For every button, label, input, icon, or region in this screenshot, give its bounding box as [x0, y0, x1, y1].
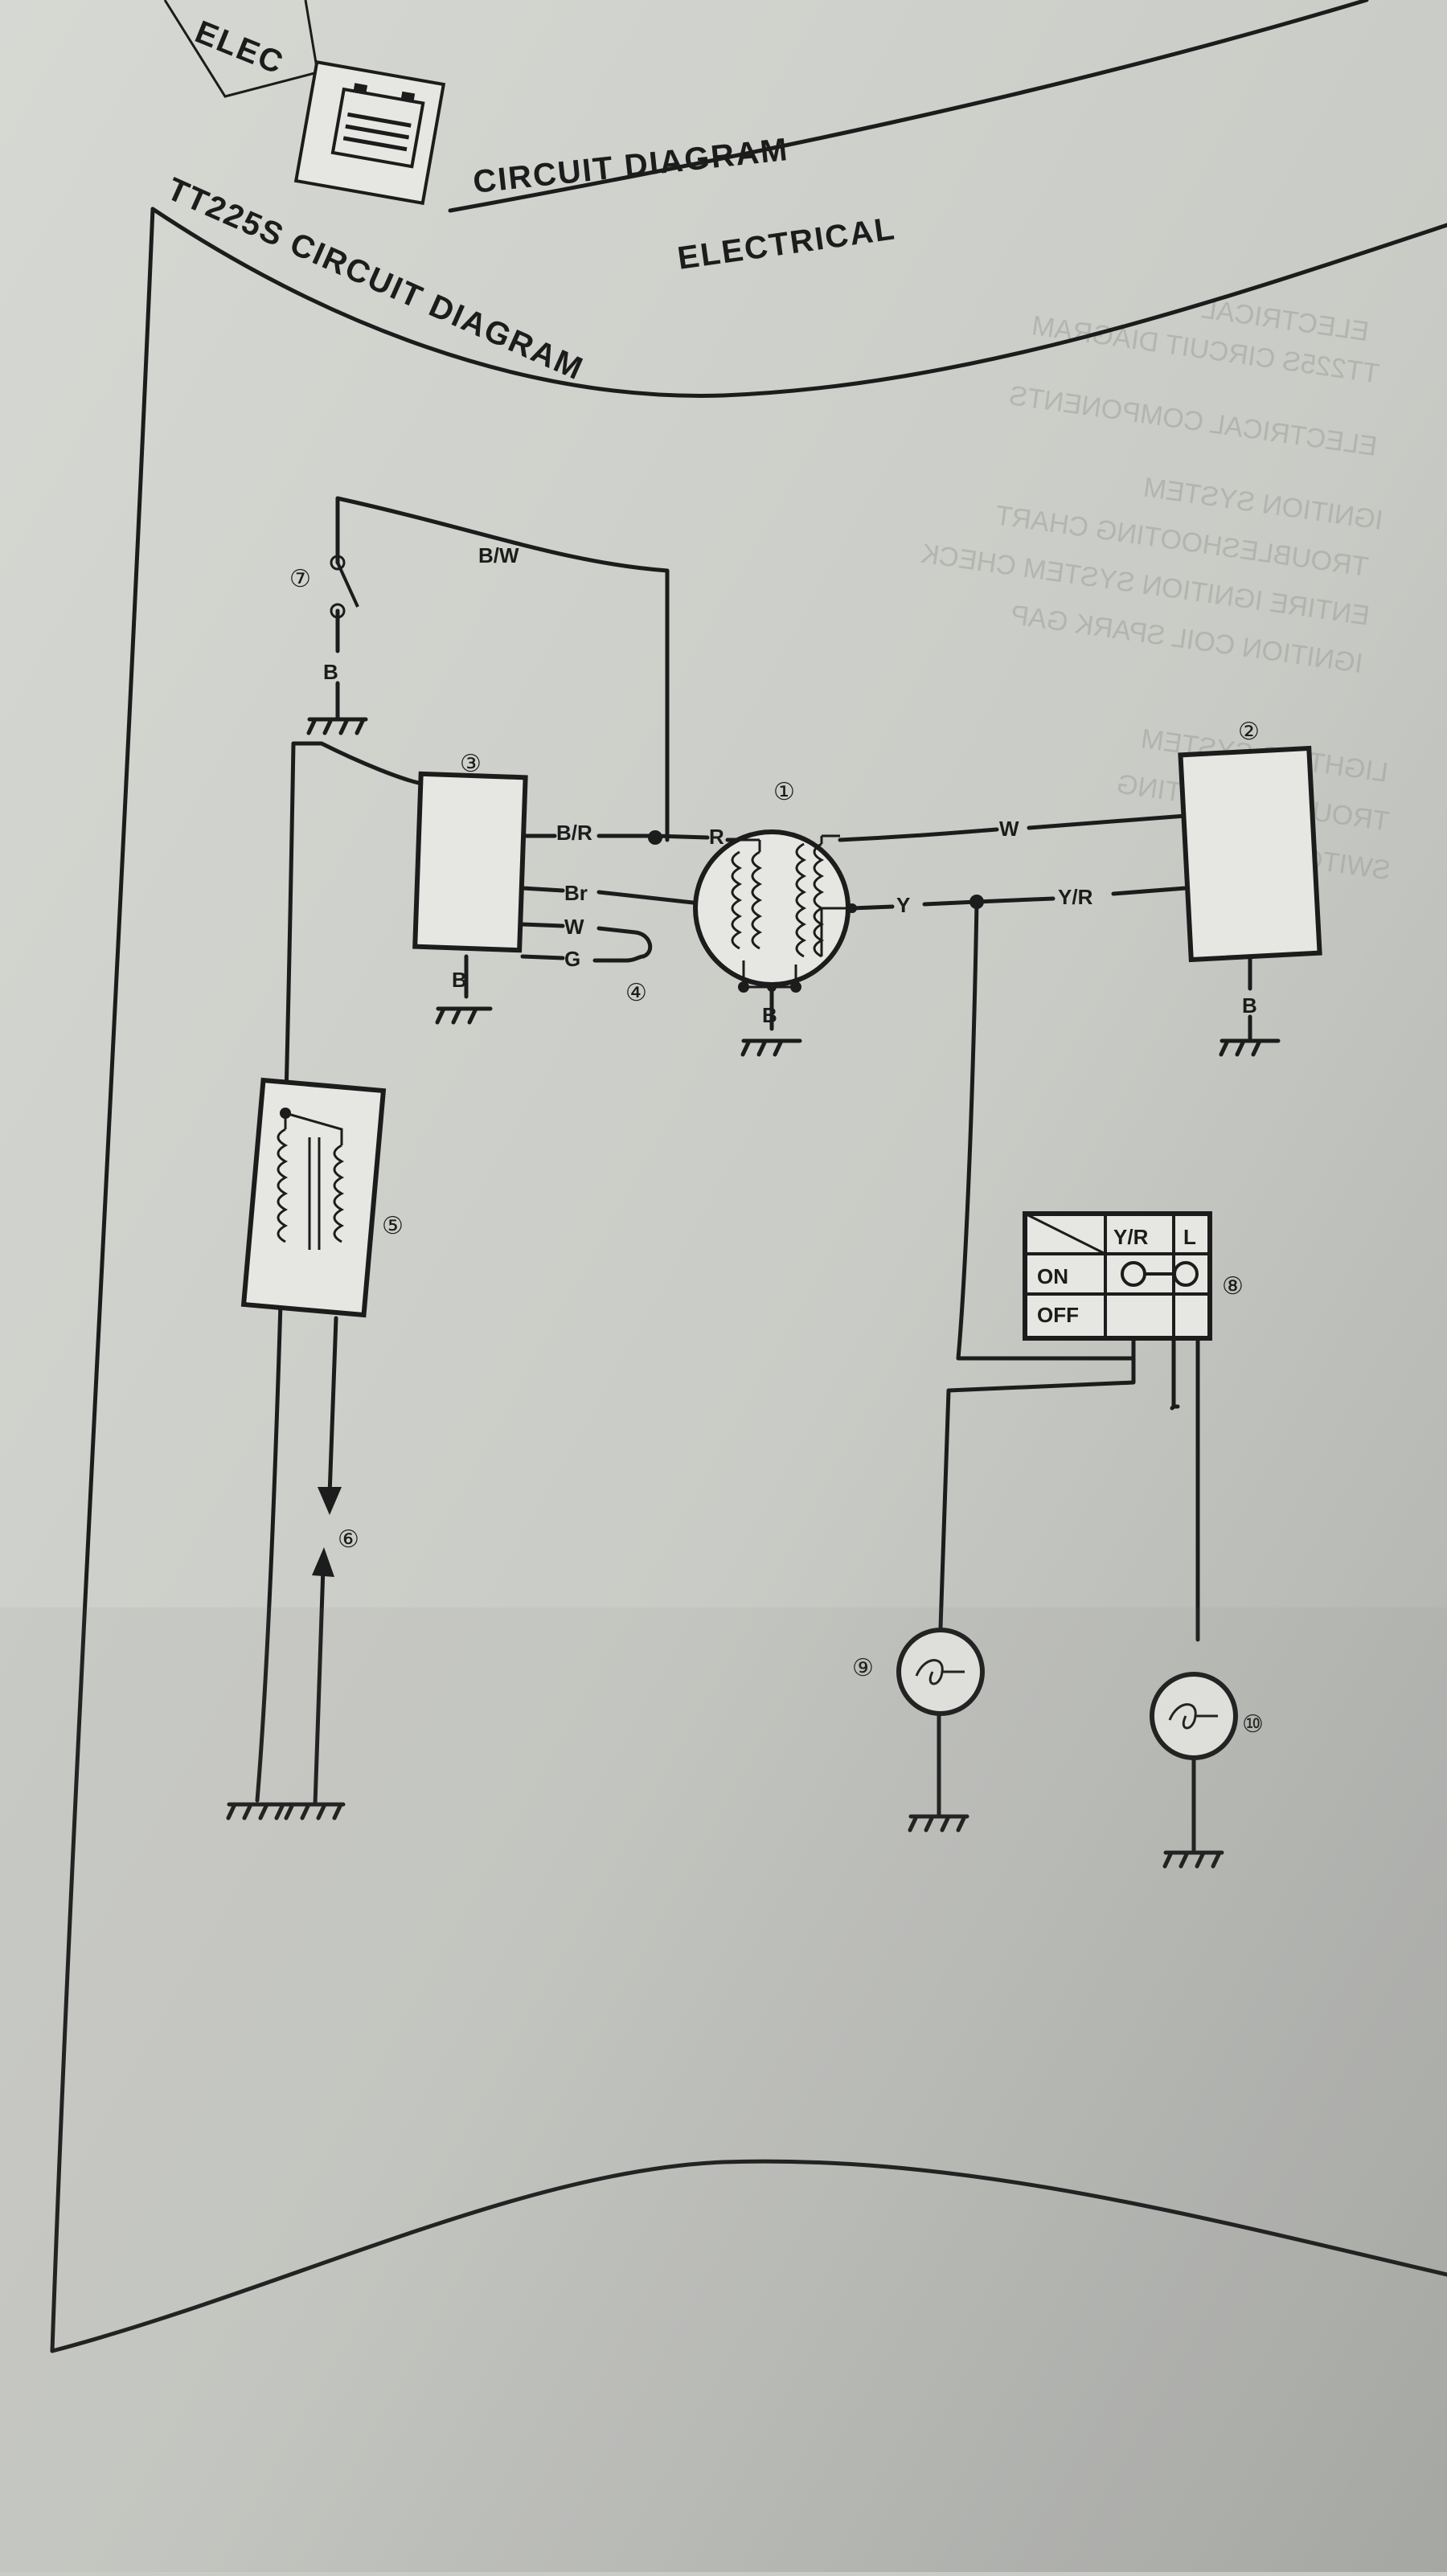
- component-number-7: ⑦: [289, 566, 311, 592]
- wire-labels: B/W B B/R R Br W G B B Y W Y/R B: [323, 543, 1257, 1027]
- switch-col-yr: Y/R: [1113, 1225, 1149, 1249]
- wire-label: W: [999, 817, 1019, 841]
- wire-label: R: [709, 825, 724, 849]
- header-curve: [448, 0, 1369, 213]
- engine-stop-switch: ⑦: [289, 555, 359, 619]
- voltage-regulator: ②: [1178, 719, 1322, 963]
- wire-label: B: [762, 1003, 777, 1027]
- component-number-3: ③: [460, 751, 482, 777]
- component-number-1: ①: [773, 779, 795, 805]
- wire-label: G: [564, 947, 580, 971]
- battery-icon: [330, 83, 425, 169]
- flywheel-magneto: ①: [693, 779, 857, 1011]
- wire-label: B: [452, 968, 467, 992]
- lights-switch-table: Y/R L ON OFF ⑧: [1023, 1211, 1244, 1341]
- cdi-unit: ③: [412, 751, 528, 953]
- section-tab: ELEC: [163, 0, 446, 206]
- component-number-2: ②: [1238, 719, 1260, 745]
- ignition-coil: ⑤: [240, 1077, 404, 1318]
- wire-label: B/R: [556, 821, 592, 845]
- switch-row-on: ON: [1037, 1264, 1068, 1288]
- component-number-8: ⑧: [1222, 1273, 1244, 1300]
- wire-label: Br: [564, 881, 588, 905]
- switch-row-off: OFF: [1037, 1303, 1079, 1327]
- switch-col-l: L: [1183, 1225, 1196, 1249]
- component-number-6: ⑥: [338, 1526, 359, 1553]
- wire-label: Y/R: [1058, 885, 1093, 909]
- component-number-5: ⑤: [382, 1213, 404, 1239]
- taillight: ⑩: [1150, 1672, 1264, 1760]
- wire-label: B: [1242, 993, 1257, 1018]
- component-number-9: ⑨: [852, 1655, 874, 1681]
- component-number-4: ④: [625, 980, 647, 1006]
- wiring: [226, 496, 1281, 1869]
- component-number-10: ⑩: [1242, 1711, 1264, 1738]
- neutral-connector: ④: [625, 980, 647, 1006]
- wire-label: B: [323, 660, 338, 684]
- headlight: ⑨: [852, 1628, 985, 1716]
- shadow-overlay: [0, 1607, 1447, 2572]
- wire-label: W: [564, 915, 584, 939]
- wire-label: B/W: [478, 543, 519, 567]
- wire-label: Y: [896, 893, 910, 917]
- diagram-frame: [150, 207, 1447, 398]
